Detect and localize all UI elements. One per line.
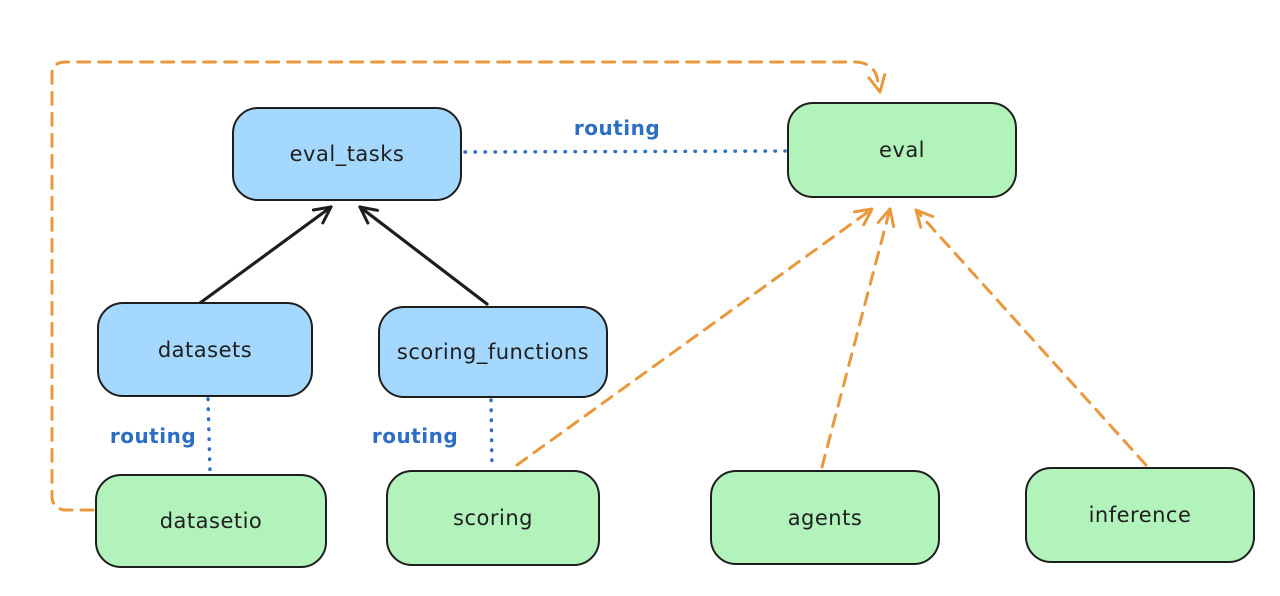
node-agents-label: agents (787, 505, 863, 530)
edge-label-routing-datasets-datasetio: routing (109, 424, 197, 448)
edge-scoring-functions-to-eval-tasks (358, 205, 489, 306)
node-inference: inference (1025, 467, 1255, 563)
edge-inference-to-eval (914, 208, 1148, 467)
edge-scoring-functions-to-scoring-routing (489, 398, 494, 470)
edge-scoring-to-eval (515, 207, 874, 467)
edge-agents-to-eval (820, 207, 896, 469)
node-eval: eval (787, 102, 1017, 198)
node-scoring-label: scoring (453, 506, 533, 530)
node-inference-label: inference (1088, 503, 1192, 527)
node-eval-tasks: eval_tasks (232, 107, 462, 201)
node-scoring-functions: scoring_functions (378, 306, 608, 398)
node-datasets: datasets (97, 302, 313, 397)
edge-eval-tasks-to-eval-routing (463, 149, 787, 154)
edge-datasets-to-datasetio-routing (206, 397, 212, 474)
edge-datasets-to-eval-tasks (198, 205, 333, 305)
node-agents: agents (710, 470, 940, 565)
edge-label-routing-scoring-functions-scoring: routing (371, 424, 459, 448)
edge-label-routing-eval-tasks-eval: routing (573, 116, 661, 140)
node-datasetio-label: datasetio (159, 509, 263, 533)
node-datasets-label: datasets (157, 337, 253, 362)
node-scoring-functions-label: scoring_functions (396, 340, 590, 364)
node-datasetio: datasetio (95, 474, 327, 568)
node-scoring: scoring (386, 470, 600, 566)
node-eval-label: eval (878, 138, 926, 162)
node-eval-tasks-label: eval_tasks (289, 142, 405, 166)
